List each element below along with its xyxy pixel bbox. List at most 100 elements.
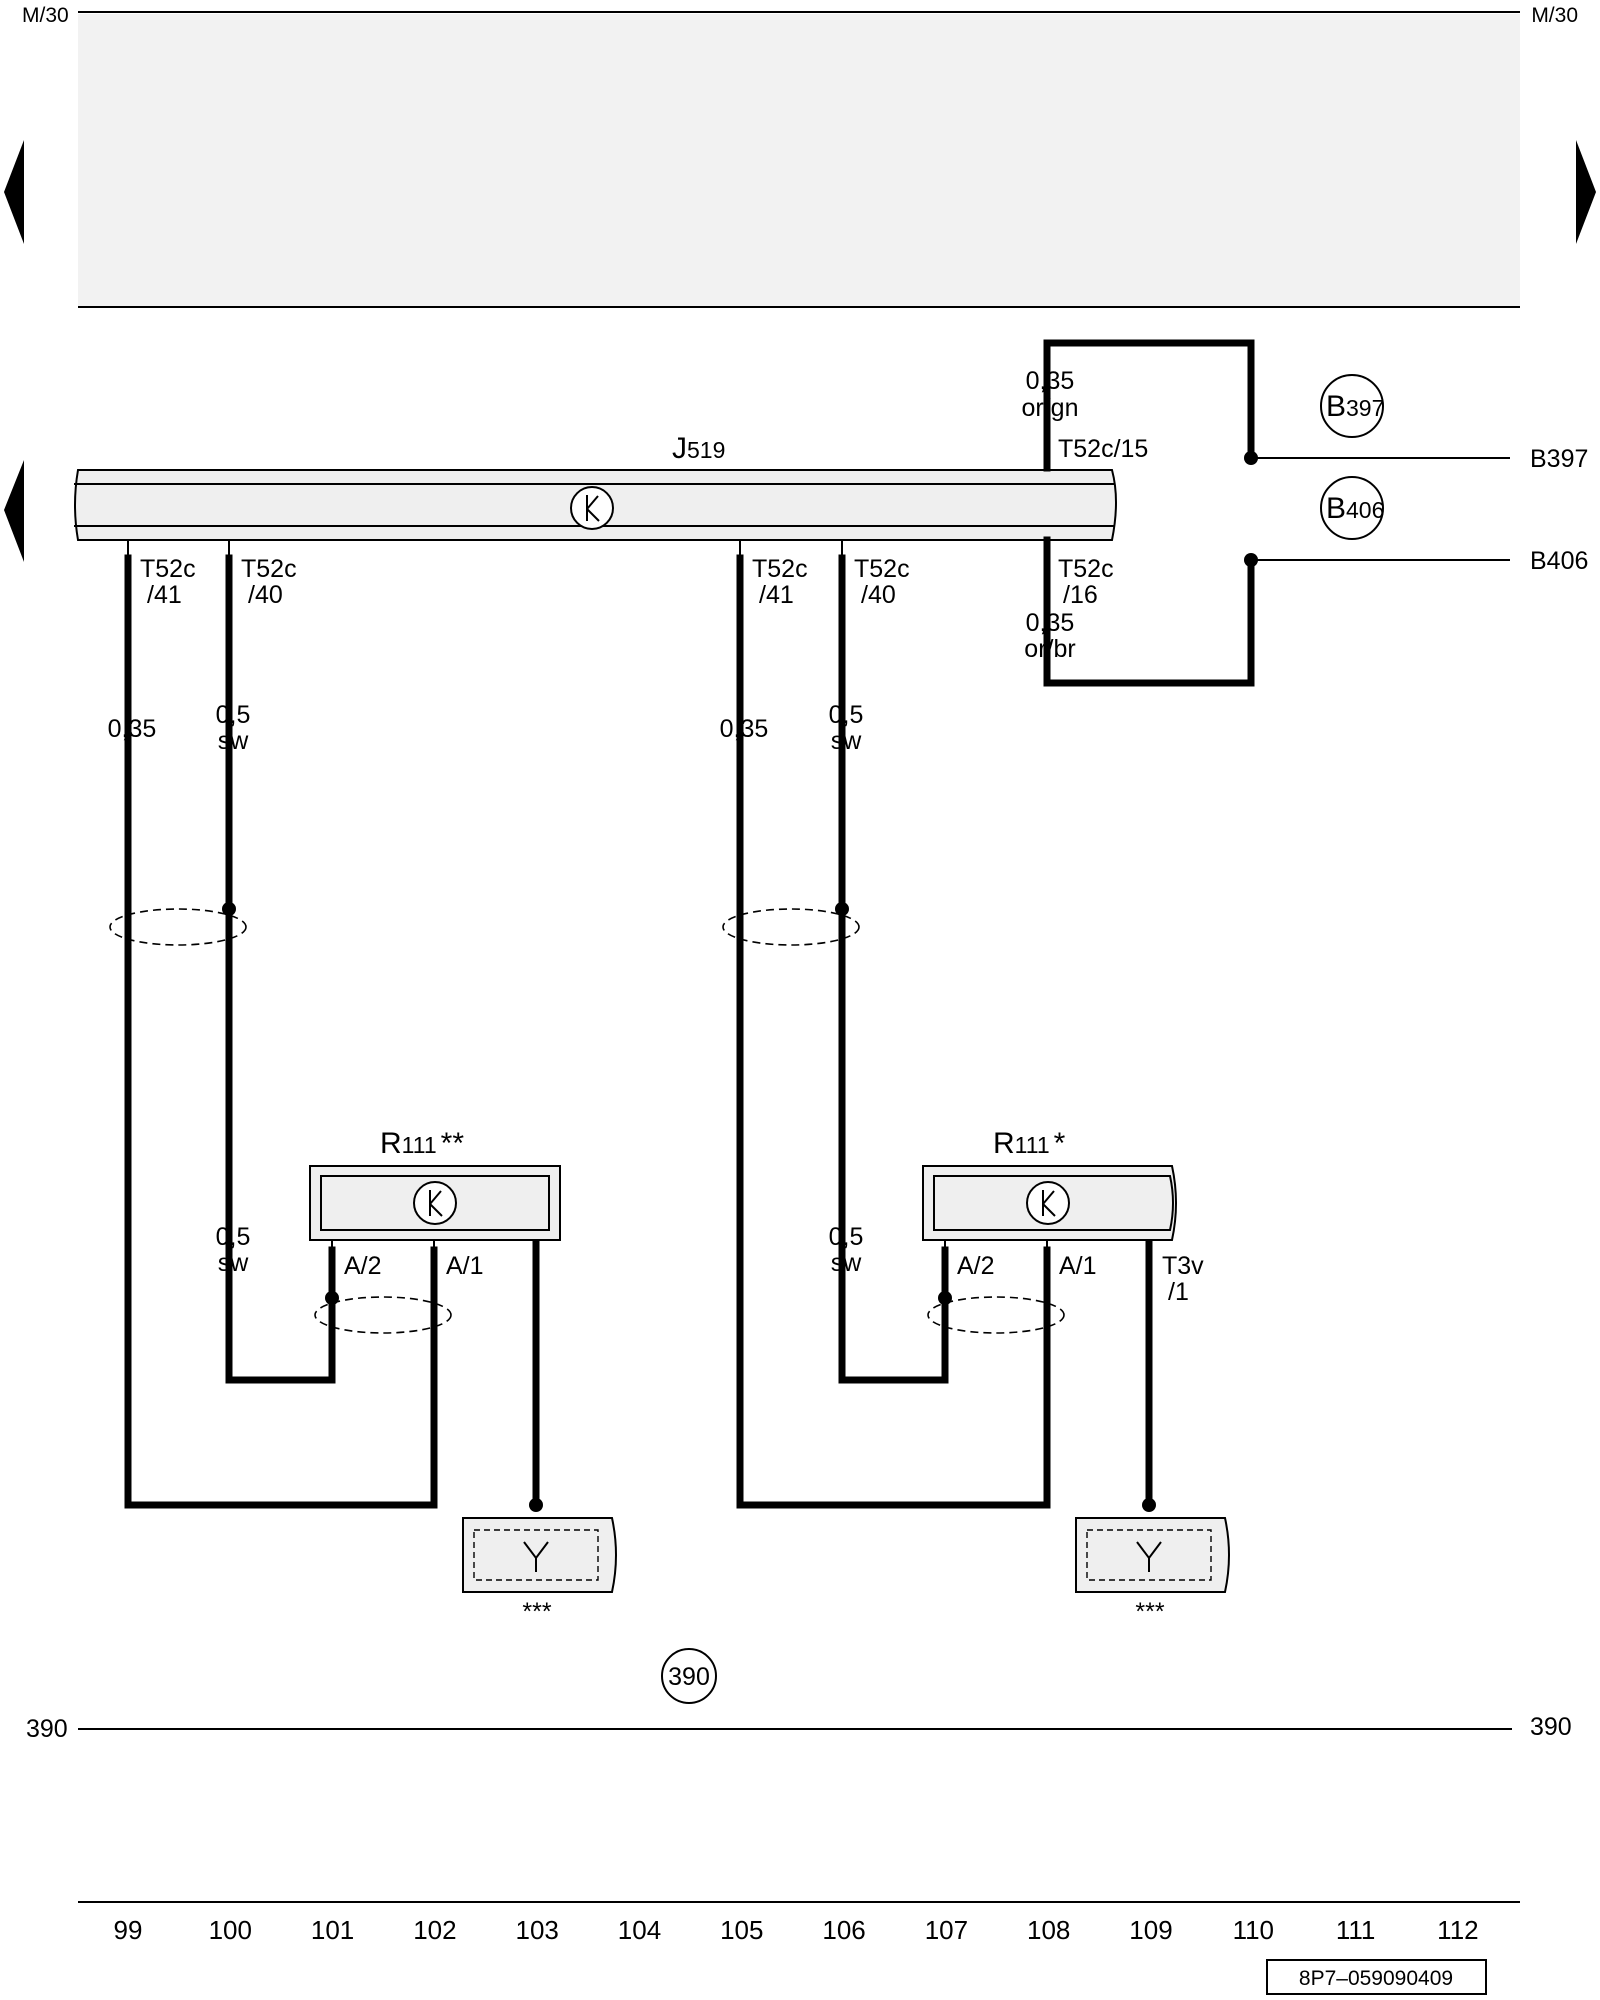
r111-left-symbol-icon bbox=[413, 1181, 457, 1225]
ref-b406-circle-text: B406 bbox=[1326, 492, 1384, 525]
wire-or-br bbox=[1043, 536, 1255, 687]
ground-left bbox=[462, 1517, 617, 1593]
ref-b406-label[interactable]: B406 bbox=[1530, 547, 1588, 575]
shield-splice-right-r bbox=[938, 1291, 952, 1305]
connector-t52c-15: T52c/15 bbox=[1058, 435, 1148, 463]
nav-arrow-left-icon[interactable] bbox=[4, 460, 24, 562]
connector-a2-left: A/2 bbox=[344, 1252, 382, 1280]
wire-41-right-size: 0,35 bbox=[720, 715, 769, 743]
column-number: 102 bbox=[413, 1915, 456, 1945]
r111-right-symbol-icon bbox=[1026, 1181, 1070, 1225]
shield-right-top bbox=[722, 908, 860, 946]
connector-t52c-40-b-2: /40 bbox=[861, 581, 896, 609]
ground-left-box bbox=[462, 1517, 617, 1593]
connector-t52c-40-a-2: /40 bbox=[248, 581, 283, 609]
shield-splice-right bbox=[835, 902, 849, 916]
right-channel-wires bbox=[722, 540, 1156, 1512]
shield-left-top bbox=[109, 908, 247, 946]
wire-40-left-color: sw bbox=[218, 727, 250, 755]
ref-b397-circle-shape bbox=[1320, 374, 1384, 438]
drawing-number-frame bbox=[1266, 1959, 1487, 1995]
connector-a2-right: A/2 bbox=[957, 1252, 995, 1280]
column-number: 109 bbox=[1129, 1915, 1172, 1945]
ground-right-marker: *** bbox=[1135, 1598, 1164, 1626]
ref-390-circle-shape bbox=[661, 1648, 717, 1704]
column-number: 110 bbox=[1233, 1915, 1274, 1945]
ground-splice-right bbox=[1142, 1498, 1156, 1512]
wire-r-left-size: 0,5 bbox=[216, 1223, 251, 1251]
nav-arrow-left-top-icon[interactable] bbox=[4, 140, 24, 244]
wire-41-left bbox=[124, 554, 438, 1509]
j519-control-unit: J519 bbox=[74, 432, 1117, 541]
connector-t52c-41-b-1: T52c bbox=[752, 555, 808, 583]
connector-t52c-16-a: T52c bbox=[1058, 555, 1114, 583]
connector-t3v-1-b: /1 bbox=[1168, 1278, 1189, 1306]
connector-t52c-41-b-2: /41 bbox=[759, 581, 794, 609]
ground-left-marker: *** bbox=[522, 1598, 551, 1626]
column-number: 103 bbox=[516, 1915, 559, 1945]
b-connection-wires bbox=[1043, 339, 1510, 687]
ref-390-circle[interactable]: 390 bbox=[661, 1648, 717, 1704]
ref-b397-label[interactable]: B397 bbox=[1530, 445, 1588, 473]
corner-label-left: M/30 bbox=[22, 4, 69, 27]
j519-symbol-glyph-icon bbox=[586, 495, 600, 522]
ref-390-left[interactable]: 390 bbox=[26, 1715, 68, 1743]
wire-41-left-size: 0,35 bbox=[108, 715, 157, 743]
wire-40-left bbox=[225, 554, 336, 1384]
r111-left-glyph-icon bbox=[429, 1190, 443, 1217]
j519-electronic-symbol-icon bbox=[570, 486, 614, 530]
column-number: 111 bbox=[1336, 1915, 1376, 1945]
ground-right-y-icon bbox=[1136, 1541, 1162, 1572]
wire-or-gn-size: 0,35 bbox=[1026, 367, 1075, 395]
r111-right-sensor: R111* bbox=[922, 1127, 1177, 1252]
wire-40-right-color: sw bbox=[831, 727, 863, 755]
top-shaded-panel bbox=[78, 14, 1520, 306]
r111-right-label: R111* bbox=[993, 1127, 1066, 1160]
column-number: 108 bbox=[1027, 1915, 1070, 1945]
wire-or-gn-color: or/gn bbox=[1022, 394, 1079, 422]
ref-b397-circle-text: B397 bbox=[1326, 390, 1384, 423]
wire-or-br-color: or/br bbox=[1024, 635, 1075, 663]
column-number: 101 bbox=[311, 1915, 354, 1945]
connector-t52c-40-b-1: T52c bbox=[854, 555, 910, 583]
shield-left-bottom bbox=[314, 1296, 452, 1334]
wire-or-br-size: 0,35 bbox=[1026, 609, 1075, 637]
j519-label: J519 bbox=[672, 432, 725, 465]
r111-right-glyph-icon bbox=[1042, 1190, 1056, 1217]
ground-left-y-icon bbox=[523, 1541, 549, 1572]
connector-t52c-41-a-2: /41 bbox=[147, 581, 182, 609]
ground-right-dashed bbox=[1086, 1529, 1212, 1581]
column-number: 112 bbox=[1437, 1915, 1478, 1945]
column-number: 105 bbox=[720, 1915, 763, 1945]
wire-r-right-size: 0,5 bbox=[829, 1223, 864, 1251]
connector-t52c-41-a-1: T52c bbox=[140, 555, 196, 583]
wire-40-right-size: 0,5 bbox=[829, 701, 864, 729]
ground-left-dashed bbox=[473, 1529, 599, 1581]
column-number: 104 bbox=[618, 1915, 661, 1945]
corner-label-right: M/30 bbox=[1531, 4, 1578, 27]
ground-right-box bbox=[1075, 1517, 1230, 1593]
column-number: 106 bbox=[822, 1915, 865, 1945]
ref-b406-circle[interactable]: B406 bbox=[1320, 476, 1384, 540]
ground-right bbox=[1075, 1517, 1230, 1593]
shield-splice-left bbox=[222, 902, 236, 916]
ref-390-right[interactable]: 390 bbox=[1530, 1713, 1572, 1741]
ground-splice-left bbox=[529, 1498, 543, 1512]
nav-arrow-right-icon[interactable] bbox=[1576, 140, 1596, 244]
wire-41-right bbox=[736, 554, 1051, 1509]
r111-left-label: R111** bbox=[380, 1127, 464, 1160]
r111-left-sensor: R111** bbox=[309, 1127, 561, 1252]
ref-390-circle-text: 390 bbox=[668, 1663, 710, 1691]
connector-t52c-16-b: /16 bbox=[1063, 581, 1098, 609]
column-number: 99 bbox=[114, 1915, 143, 1945]
shield-splice-left-r bbox=[325, 1291, 339, 1305]
connector-a1-right: A/1 bbox=[1059, 1252, 1097, 1280]
connector-a1-left: A/1 bbox=[446, 1252, 484, 1280]
ref-b397-circle[interactable]: B397 bbox=[1320, 374, 1384, 438]
connector-t52c-40-a-1: T52c bbox=[241, 555, 297, 583]
wire-or-gn bbox=[1043, 339, 1255, 472]
connector-t3v-1-a: T3v bbox=[1162, 1252, 1204, 1280]
column-number: 100 bbox=[209, 1915, 252, 1945]
